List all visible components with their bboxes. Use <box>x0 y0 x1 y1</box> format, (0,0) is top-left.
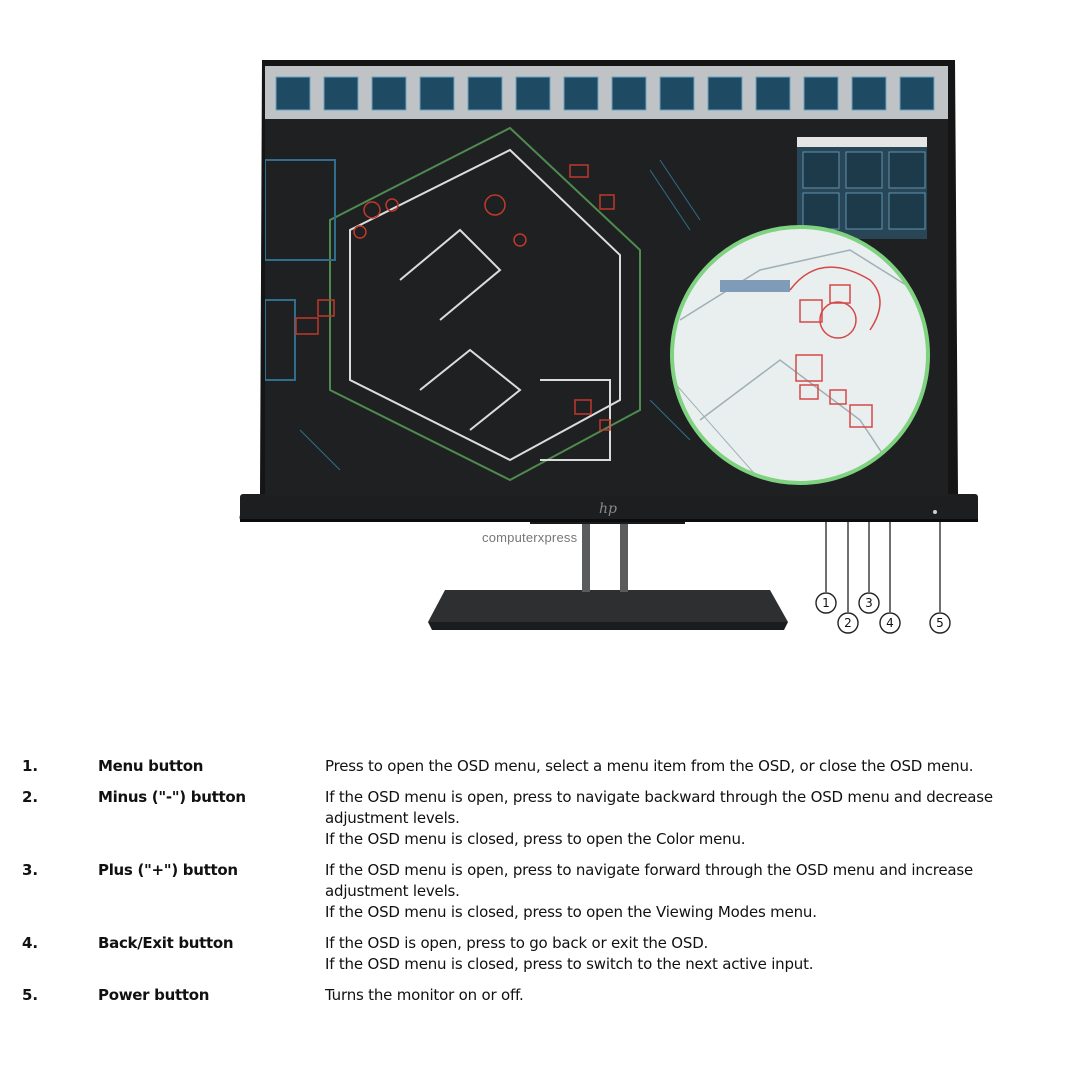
description-line: Press to open the OSD menu, select a men… <box>325 757 974 775</box>
legend-number: 1. <box>22 757 39 775</box>
callout-3 <box>858 592 880 614</box>
legend-button-name: Minus ("-") button <box>98 788 246 806</box>
monitor-screen <box>265 66 948 496</box>
legend-number: 2. <box>22 788 39 806</box>
button-legend-table: 1. Menu button Press to open the OSD men… <box>22 756 1067 1016</box>
watermark: computerxpress <box>482 530 578 545</box>
legend-description: If the OSD menu is open, press to naviga… <box>325 787 1067 860</box>
legend-row: 1. Menu button Press to open the OSD men… <box>22 756 1067 787</box>
power-led-icon <box>933 510 937 514</box>
legend-number: 4. <box>22 934 39 952</box>
legend-description: If the OSD menu is open, press to naviga… <box>325 860 1067 933</box>
legend-row: 5. Power button Turns the monitor on or … <box>22 985 1067 1016</box>
description-line: Turns the monitor on or off. <box>325 986 524 1004</box>
description-line: If the OSD menu is closed, press to swit… <box>325 955 814 973</box>
callout-label-2: 2 <box>844 616 852 630</box>
callout-lines <box>825 522 941 612</box>
callout-label-3: 3 <box>865 596 873 610</box>
callout-4 <box>879 612 901 634</box>
legend-description: Press to open the OSD menu, select a men… <box>325 756 1067 787</box>
legend-description: Turns the monitor on or off. <box>325 985 1067 1016</box>
hp-logo: hp <box>599 501 617 517</box>
magnifier-lens <box>670 225 930 485</box>
callout-label-4: 4 <box>886 616 894 630</box>
floor-plan <box>265 126 701 482</box>
description-line: If the OSD menu is closed, press to open… <box>325 830 746 848</box>
callout-label-5: 5 <box>936 616 944 630</box>
monitor-illustration: hp 1 2 3 4 5 <box>239 60 979 634</box>
thumbnail-strip <box>275 76 935 111</box>
legend-number: 5. <box>22 986 39 1004</box>
legend-row: 2. Minus ("-") button If the OSD menu is… <box>22 787 1067 860</box>
callout-1 <box>815 592 837 614</box>
callout-2 <box>837 612 859 634</box>
legend-row: 3. Plus ("+") button If the OSD menu is … <box>22 860 1067 933</box>
description-line: If the OSD menu is open, press to naviga… <box>325 788 993 806</box>
legend-button-name: Power button <box>98 986 210 1004</box>
legend-description: If the OSD is open, press to go back or … <box>325 933 1067 985</box>
legend-row: 4. Back/Exit button If the OSD is open, … <box>22 933 1067 985</box>
description-line: If the OSD menu is closed, press to open… <box>325 903 817 921</box>
description-line: adjustment levels. <box>325 809 460 827</box>
legend-button-name: Plus ("+") button <box>98 861 238 879</box>
description-line: If the OSD is open, press to go back or … <box>325 934 709 952</box>
legend-button-name: Menu button <box>98 757 204 775</box>
description-line: If the OSD menu is open, press to naviga… <box>325 861 974 879</box>
callout-markers <box>815 592 951 634</box>
callout-5 <box>929 612 951 634</box>
callout-label-1: 1 <box>822 596 830 610</box>
description-line: adjustment levels. <box>325 882 460 900</box>
legend-button-name: Back/Exit button <box>98 934 234 952</box>
osd-panel <box>797 137 927 239</box>
legend-number: 3. <box>22 861 39 879</box>
